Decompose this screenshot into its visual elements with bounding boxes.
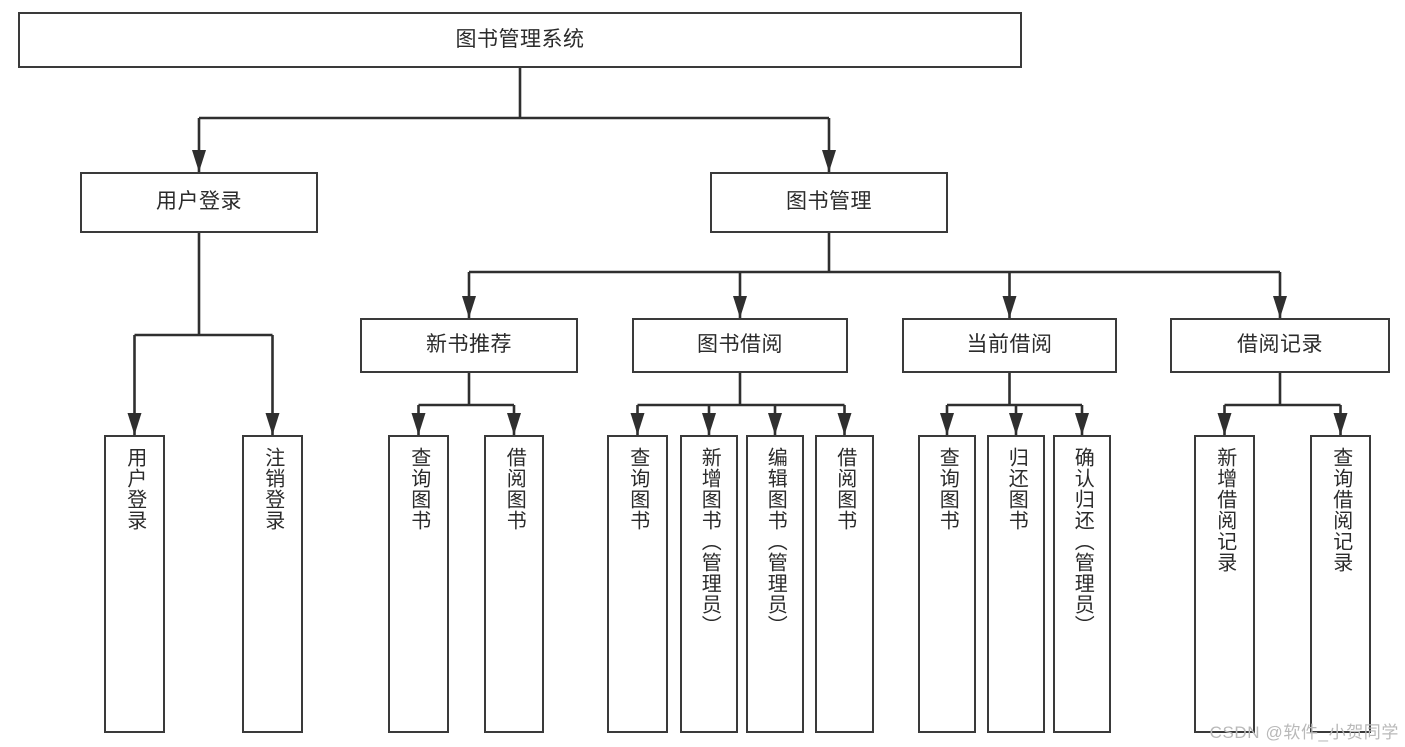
- arrowhead-icon: [265, 413, 280, 435]
- tree-node: 查询借阅记录: [1310, 435, 1371, 733]
- arrowhead-icon: [1009, 413, 1023, 435]
- node-label: 借阅图书: [503, 447, 526, 531]
- tree-node: 借阅图书: [815, 435, 874, 733]
- node-label: 当前借阅: [966, 333, 1053, 357]
- arrowhead-icon: [702, 413, 716, 435]
- arrowhead-icon: [837, 413, 852, 435]
- node-label: 新增借阅记录: [1213, 447, 1236, 573]
- node-label: 借阅记录: [1237, 333, 1323, 357]
- arrowhead-icon: [1075, 413, 1089, 435]
- node-label: 用户登录: [123, 447, 146, 531]
- tree-node: 新书推荐: [360, 318, 578, 373]
- tree-node: 借阅图书: [484, 435, 544, 733]
- tree-node: 归还图书: [987, 435, 1045, 733]
- tree-node: 用户登录: [104, 435, 165, 733]
- node-label: 图书借阅: [697, 333, 783, 357]
- tree-node: 当前借阅: [902, 318, 1117, 373]
- node-label: 借阅图书: [833, 447, 856, 531]
- arrowhead-icon: [630, 413, 645, 435]
- arrowhead-icon: [127, 413, 142, 435]
- node-label: 新书推荐: [426, 333, 512, 357]
- tree-node: 新增图书（管理员）: [680, 435, 738, 733]
- arrowhead-icon: [768, 413, 782, 435]
- node-label: 图书管理系统: [455, 27, 585, 51]
- tree-node: 图书管理: [710, 172, 948, 233]
- tree-node: 查询图书: [388, 435, 449, 733]
- node-label: 确认归还（管理员）: [1071, 447, 1094, 636]
- tree-node: 借阅记录: [1170, 318, 1390, 373]
- arrowhead-icon: [507, 413, 521, 435]
- arrowhead-icon: [192, 150, 206, 172]
- node-label: 注销登录: [261, 447, 284, 531]
- root-node: 图书管理系统: [18, 12, 1022, 68]
- node-label: 归还图书: [1005, 447, 1028, 531]
- tree-node: 用户登录: [80, 172, 318, 233]
- node-label: 查询图书: [626, 447, 649, 531]
- tree-node: 查询图书: [607, 435, 668, 733]
- arrowhead-icon: [1217, 413, 1232, 435]
- tree-node: 图书借阅: [632, 318, 848, 373]
- arrowhead-icon: [1002, 296, 1017, 318]
- node-label: 查询图书: [407, 447, 430, 531]
- node-label: 新增图书（管理员）: [698, 447, 721, 636]
- arrowhead-icon: [1333, 413, 1348, 435]
- tree-node: 新增借阅记录: [1194, 435, 1255, 733]
- tree-node: 注销登录: [242, 435, 303, 733]
- arrowhead-icon: [940, 413, 954, 435]
- node-label: 编辑图书（管理员）: [764, 447, 787, 636]
- tree-node: 确认归还（管理员）: [1053, 435, 1111, 733]
- arrowhead-icon: [1273, 296, 1287, 318]
- node-label: 用户登录: [156, 190, 242, 214]
- node-label: 图书管理: [786, 190, 872, 214]
- tree-node: 编辑图书（管理员）: [746, 435, 804, 733]
- arrowhead-icon: [822, 150, 836, 172]
- node-label: 查询图书: [936, 447, 959, 531]
- arrowhead-icon: [411, 413, 426, 435]
- arrowhead-icon: [462, 296, 476, 318]
- node-label: 查询借阅记录: [1329, 447, 1352, 573]
- arrowhead-icon: [733, 296, 747, 318]
- tree-node: 查询图书: [918, 435, 976, 733]
